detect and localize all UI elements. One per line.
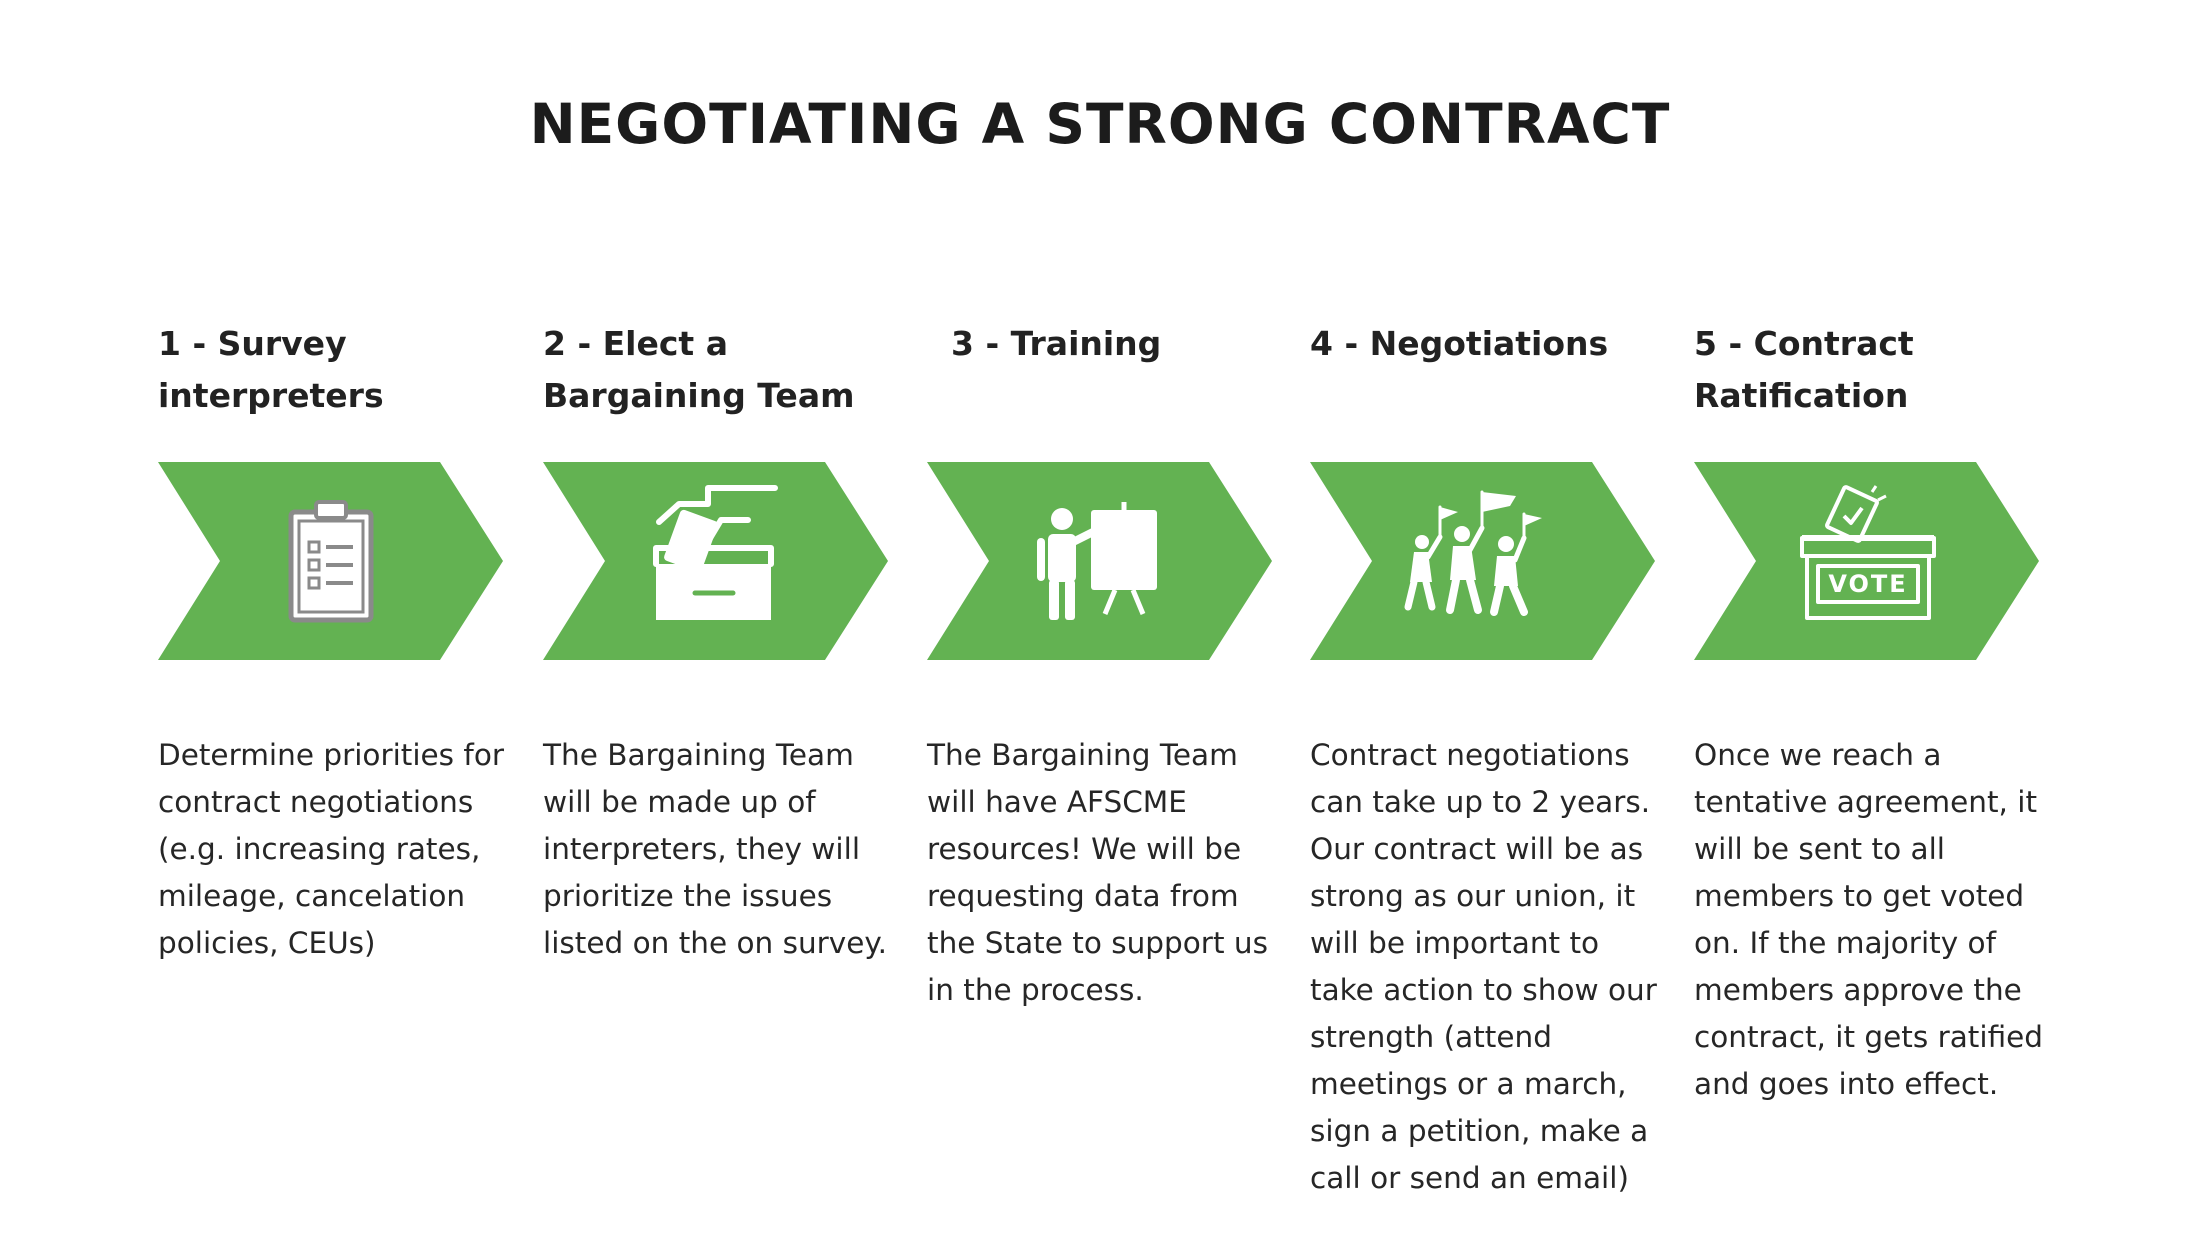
step-description: The Bargaining Team will be made up of i…: [543, 738, 888, 960]
step-description: Once we reach a tentative agreement, it …: [1694, 738, 2044, 1101]
step-title: 2 - Elect a Bargaining Team: [543, 324, 855, 415]
page-title: NEGOTIATING A STRONG CONTRACT: [529, 92, 1671, 156]
step-title: 4 - Negotiations: [1310, 324, 1609, 363]
step-title: 5 - Contract Ratification: [1694, 324, 1914, 415]
vote-box-icon: VOTE: [1800, 485, 1936, 620]
ballot-box-hand-icon: [653, 485, 778, 620]
step-description: Contract negotiations can take up to 2 y…: [1310, 738, 1657, 1195]
step-survey: 1 - Survey interpreters Determine priori…: [158, 0, 538, 1237]
step-ratification: 5 - Contract Ratification VOTE Once we r…: [1694, 0, 2074, 1237]
chevron-arrow: [927, 462, 1272, 660]
step-description: Determine priorities for contract negoti…: [158, 738, 504, 960]
chevron-arrow: [158, 462, 503, 660]
svg-text:VOTE: VOTE: [1828, 570, 1907, 598]
chevron-arrow: [1310, 462, 1655, 660]
step-elect-team: 2 - Elect a Bargaining Team The Bargaini…: [543, 0, 923, 1237]
clipboard-checklist-icon: [288, 500, 374, 623]
presenter-board-icon: [1037, 502, 1157, 620]
chevron-arrow: VOTE: [1694, 462, 2039, 660]
chevron-arrow: [543, 462, 888, 660]
marching-flags-icon: [1404, 490, 1542, 616]
step-title: 1 - Survey interpreters: [158, 324, 384, 415]
step-title: 3 - Training: [951, 324, 1162, 363]
step-training: 3 - Training The Bargaining Team will ha…: [927, 0, 1307, 1237]
step-description: The Bargaining Team will have AFSCME res…: [927, 738, 1268, 1007]
step-negotiations: 4 - Negotiations: [1310, 0, 1690, 1237]
